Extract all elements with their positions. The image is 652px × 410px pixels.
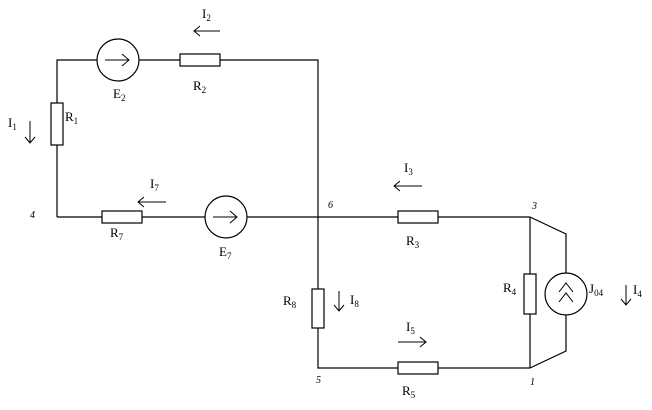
source-e7 [204,195,248,239]
label-r2: R2 [193,78,206,95]
label-i4: I4 [633,282,642,299]
label-r8: R8 [283,293,297,310]
node-label-6: 6 [328,200,333,211]
label-r1: R1 [65,109,78,126]
label-i2: I2 [202,6,211,23]
node-label-5: 5 [316,375,321,386]
arrow-i5 [398,336,427,348]
node-label-3: 3 [531,201,537,212]
current-source-j04 [544,272,588,316]
arrow-i4 [620,285,632,306]
arrow-i2 [193,25,220,37]
label-r7: R7 [110,225,124,242]
resistor-r2 [179,53,221,67]
wire-j04-node1 [529,315,567,369]
label-i3: I3 [404,160,413,177]
wires [56,59,567,369]
resistor-r1 [50,102,64,146]
arrow-i3 [393,180,422,192]
label-e2: E2 [113,86,125,103]
label-i5: I5 [406,319,415,336]
node-label-4: 4 [30,210,35,221]
label-i7: I7 [150,176,159,193]
wire-node3-j04 [529,216,567,273]
label-r3: R3 [406,233,420,250]
wire-left-top [56,59,97,103]
arrow-i8 [333,291,345,312]
node-label-1: 1 [530,377,535,388]
label-r5: R5 [402,383,416,400]
label-i1: I1 [8,115,17,132]
label-j04: J04 [589,281,604,298]
label-e7: E7 [219,244,232,261]
resistor-r5 [397,361,439,375]
wire-r2-node6 [220,59,319,217]
label-r4: R4 [503,280,517,297]
resistor-r7 [101,210,143,224]
source-e2 [96,38,140,82]
arrow-i7 [137,196,166,208]
label-i8: I8 [350,292,359,309]
resistor-r3 [397,210,439,224]
arrow-i1 [24,121,36,144]
wire-r8-node5 [317,328,398,369]
resistor-r8 [311,288,325,329]
resistor-r4 [523,273,537,315]
